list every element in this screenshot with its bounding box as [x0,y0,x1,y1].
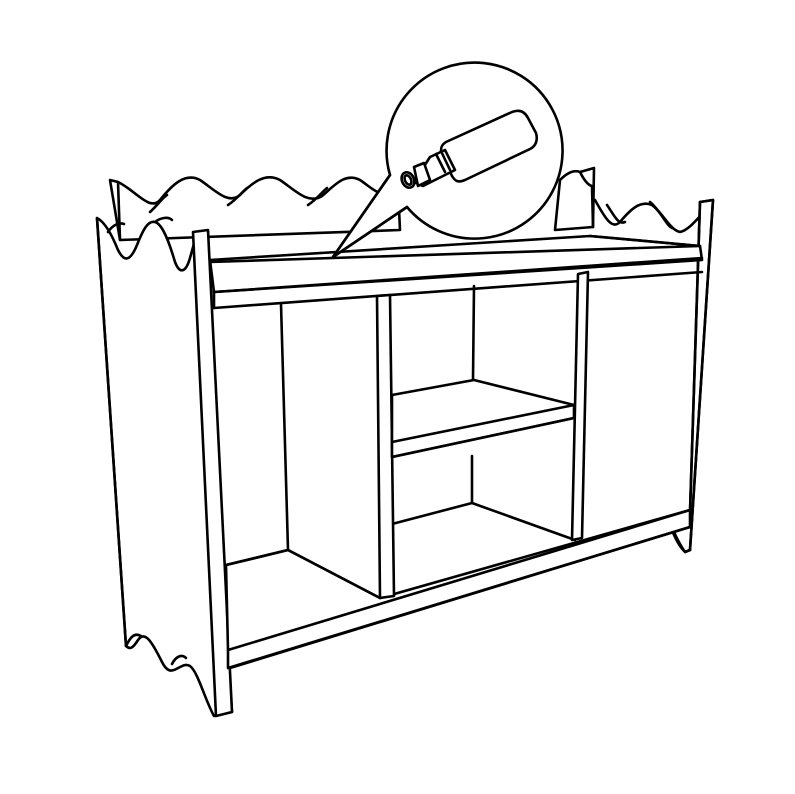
dividers [279,270,590,600]
top-shelf [208,234,704,310]
back-panel [108,166,714,242]
left-side-panel [95,216,234,718]
middle-shelf [390,378,576,459]
glue-callout [331,61,564,259]
bottom-shelf [224,501,692,670]
glue-bottle-icon [400,109,539,189]
